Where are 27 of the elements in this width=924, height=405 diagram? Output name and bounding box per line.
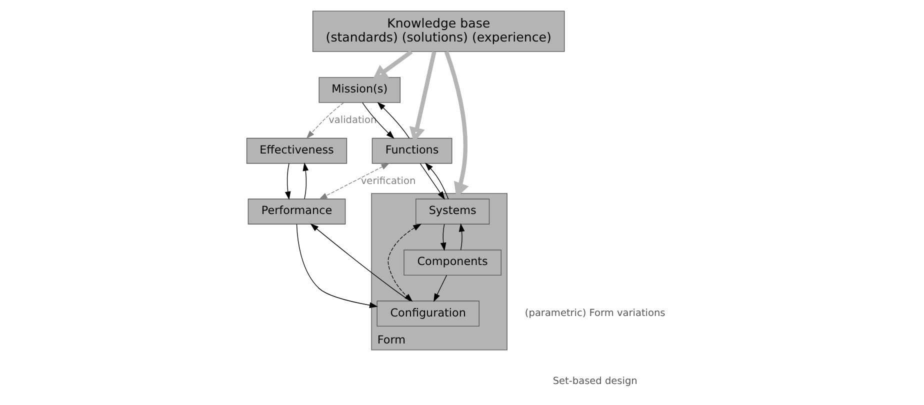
- arrow: [310, 224, 411, 302]
- arrow: [434, 274, 447, 302]
- node-box: Configuration: [376, 300, 480, 327]
- arrow: [388, 224, 422, 302]
- arrow: [302, 162, 309, 200]
- node-box: Systems: [416, 198, 490, 224]
- arrow: [440, 224, 446, 252]
- arrow: [458, 223, 465, 250]
- arrow: [296, 224, 378, 308]
- arrow: [362, 102, 394, 139]
- arrow: [424, 162, 449, 200]
- node-box: Components: [404, 250, 502, 276]
- label: (parametric) Form variations: [524, 308, 666, 320]
- node-box: Functions: [372, 138, 452, 164]
- arrow: [306, 102, 344, 139]
- node-box: Knowledge base (standards) (solutions) (experience): [312, 10, 565, 52]
- edge-label: verification: [360, 176, 416, 187]
- arrow: [377, 102, 410, 138]
- arrow: [372, 50, 413, 80]
- label: Set-based design: [552, 376, 638, 387]
- edge-label: validation: [328, 114, 377, 126]
- arrow: [318, 163, 390, 200]
- arrow: [284, 163, 291, 200]
- arrow: [420, 163, 445, 200]
- node-box: Performance: [248, 198, 346, 224]
- node-box: Effectiveness: [246, 138, 348, 164]
- node-box: Mission(s): [318, 77, 401, 103]
